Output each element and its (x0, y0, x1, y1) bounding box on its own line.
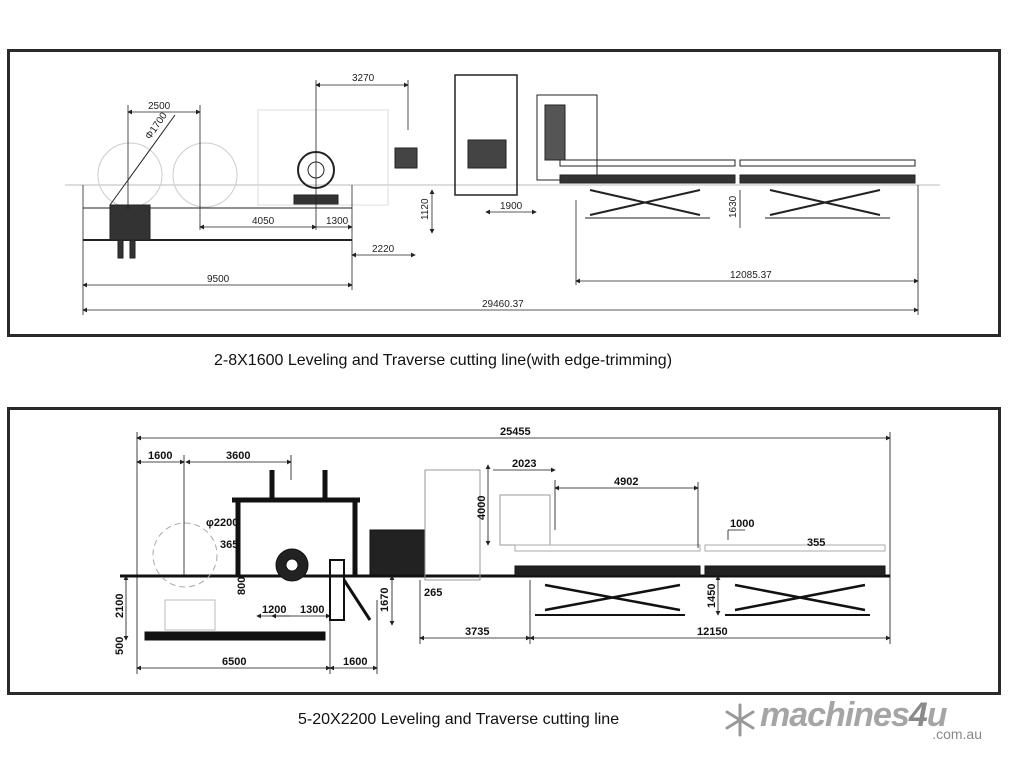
dim-4902: 4902 (614, 476, 638, 488)
bottom-drawing-caption: 5-20X2200 Leveling and Traverse cutting … (298, 711, 620, 728)
dim-2500: 2500 (148, 101, 171, 112)
dim-9500: 9500 (207, 274, 230, 285)
dim-2100: 2100 (114, 594, 126, 618)
dim-1600-top: 1600 (148, 450, 172, 462)
dim-1450: 1450 (706, 584, 718, 608)
dim-1300: 1300 (300, 604, 324, 616)
bottom-dimensions: 1600 3600 25455 φ2200 365 800 1200 1300 … (114, 426, 891, 674)
dim-1670: 1670 (379, 588, 391, 612)
dim-1900: 1900 (500, 201, 523, 212)
dim-4000: 4000 (476, 496, 488, 520)
dim-355: 355 (807, 537, 825, 549)
dim-1000: 1000 (730, 518, 754, 530)
dim-12150: 12150 (697, 626, 728, 638)
dim-3270: 3270 (352, 73, 375, 84)
top-line-machinery (65, 74, 940, 259)
top-drawing-caption: 2-8X1600 Leveling and Traverse cutting l… (214, 352, 673, 369)
dim-3600: 3600 (226, 450, 250, 462)
dim-6500: 6500 (222, 656, 246, 668)
dim-1200: 1200 (262, 604, 286, 616)
dim-500: 500 (114, 637, 126, 655)
dim-phi1700: Φ1700 (143, 110, 170, 141)
snowflake-logo-icon (725, 703, 755, 737)
dim-800: 800 (236, 577, 248, 595)
dim-3735: 3735 (465, 626, 489, 638)
dim-29460: 29460.37 (482, 299, 524, 310)
dim-1120: 1120 (420, 198, 431, 220)
dim-365: 365 (220, 539, 238, 551)
machines4u-watermark-logo: machines4u .com.au (722, 696, 992, 746)
dim-25455: 25455 (500, 426, 531, 438)
dim-1630: 1630 (728, 195, 739, 218)
dim-2220: 2220 (372, 244, 395, 255)
top-dimensions: 2500 Φ1700 3270 4050 1300 1120 2220 9500… (82, 73, 919, 315)
dim-phi2200: φ2200 (206, 517, 238, 529)
top-drawing-frame (7, 49, 1001, 337)
bottom-line-machinery (120, 469, 890, 641)
dim-1600-bottom: 1600 (343, 656, 367, 668)
dim-12085: 12085.37 (730, 270, 772, 281)
dim-1300: 1300 (326, 216, 349, 227)
dim-265: 265 (424, 587, 442, 599)
dim-2023: 2023 (512, 458, 536, 470)
dim-4050: 4050 (252, 216, 275, 227)
